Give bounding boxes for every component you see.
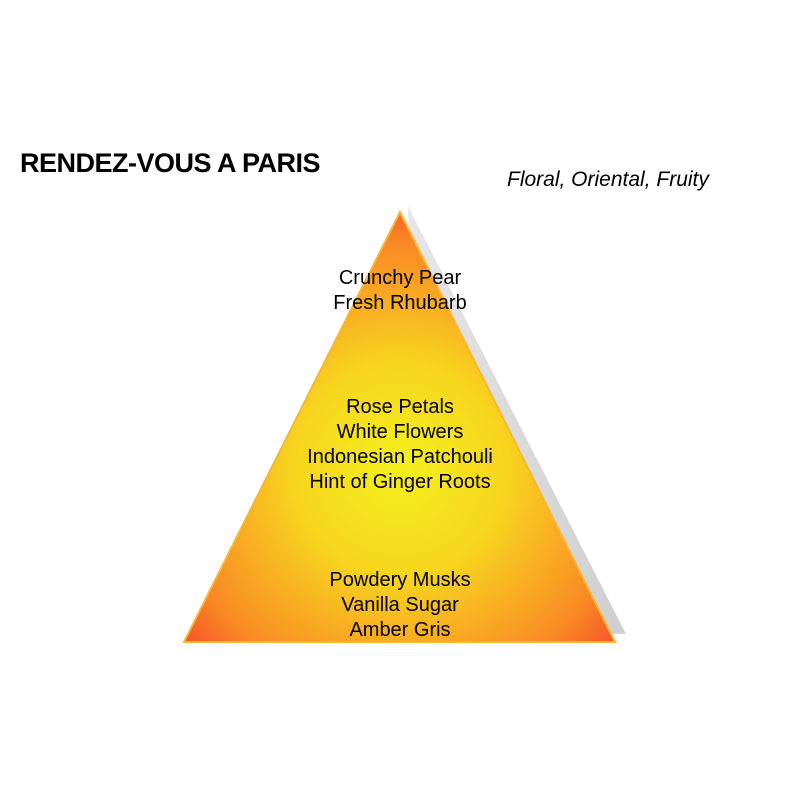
- note: Indonesian Patchouli: [307, 446, 493, 468]
- note: Crunchy Pear: [338, 267, 462, 289]
- note: Vanilla Sugar: [341, 594, 459, 616]
- note: Rose Petals: [346, 396, 454, 418]
- note: Amber Gris: [349, 619, 451, 641]
- top-notes: Crunchy Pear Fresh Rhubarb: [200, 266, 600, 316]
- note: White Flowers: [336, 421, 464, 443]
- heart-notes: Rose Petals White Flowers Indonesian Pat…: [200, 395, 600, 495]
- note: Powdery Musks: [329, 569, 471, 591]
- pyramid-body: [182, 209, 617, 643]
- note: Hint of Ginger Roots: [309, 471, 491, 493]
- base-notes: Powdery Musks Vanilla Sugar Amber Gris: [200, 568, 600, 643]
- note: Fresh Rhubarb: [333, 292, 467, 314]
- fragrance-title: RENDEZ-VOUS A PARIS: [20, 148, 321, 178]
- fragrance-family: Floral, Oriental, Fruity: [507, 168, 709, 191]
